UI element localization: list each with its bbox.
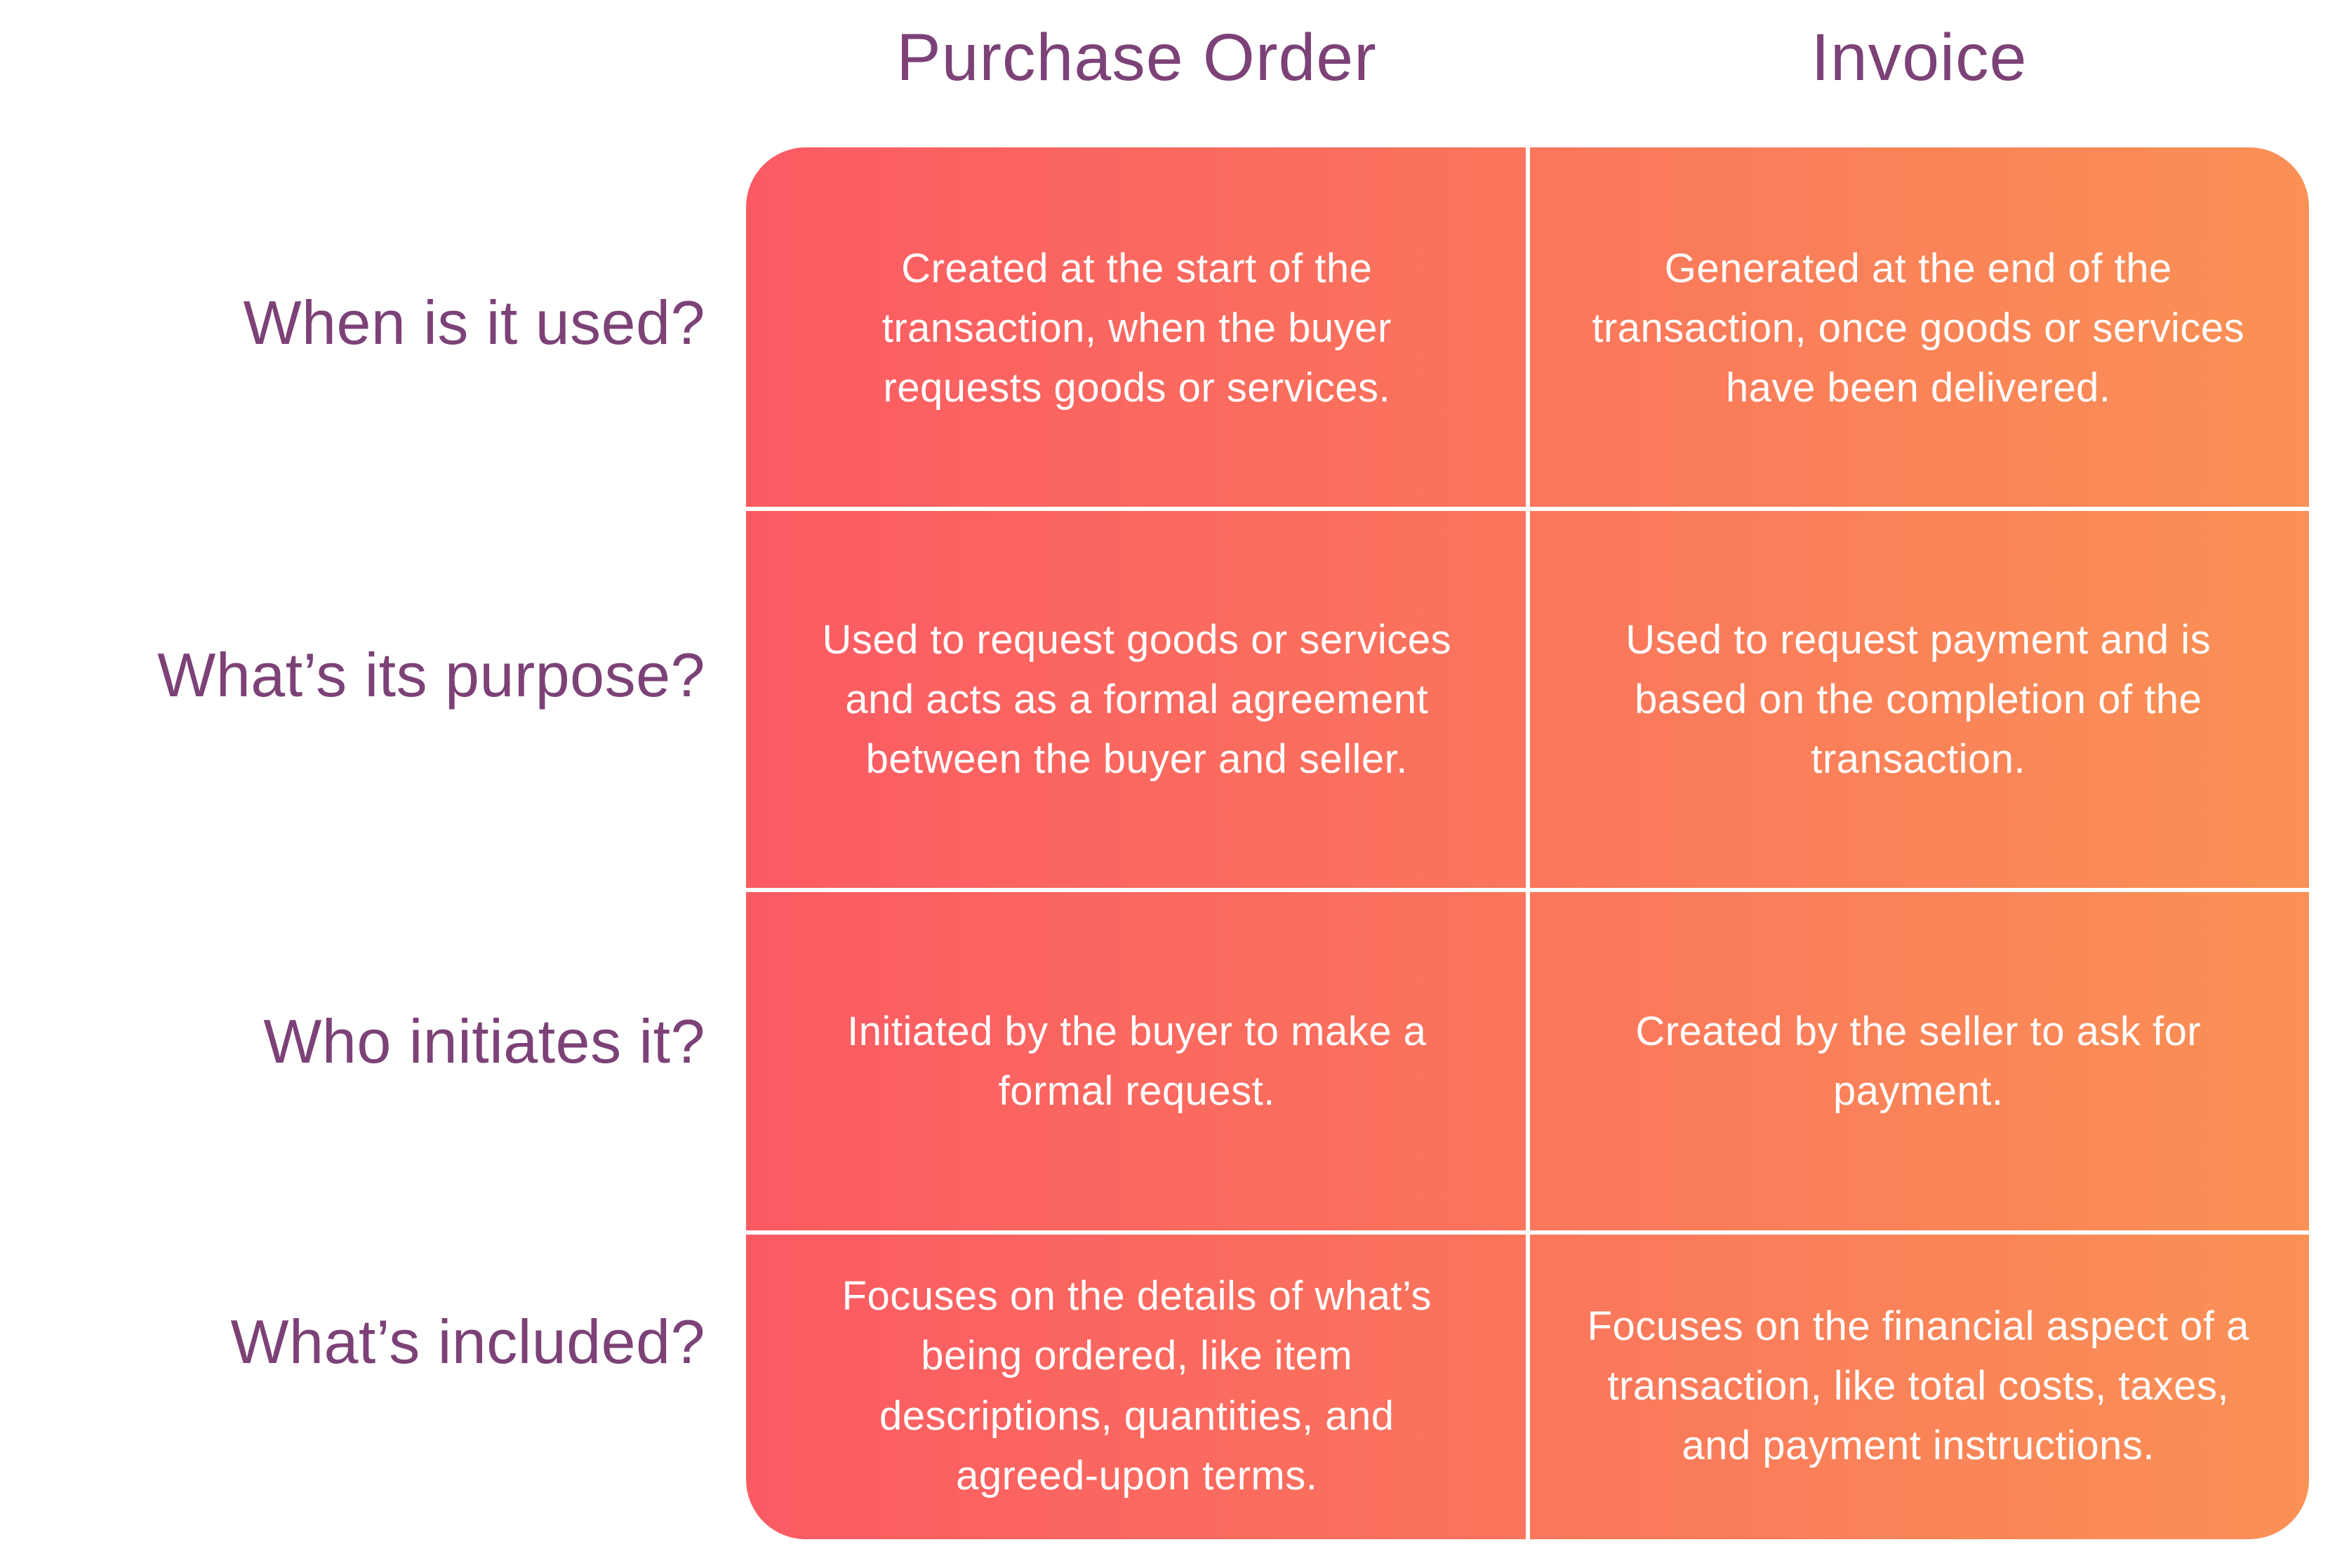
cell-text: Initiated by the buyer to make a formal … bbox=[847, 1008, 1427, 1114]
row-label-who-initiates-it: Who initiates it? bbox=[263, 1006, 705, 1076]
cell-text: Focuses on the financial aspect of a tra… bbox=[1587, 1303, 2249, 1469]
cell-purchase-order-contents: Focuses on the details of what’s being o… bbox=[746, 1233, 1528, 1539]
cell-invoice-when-used: Generated at the end of the transaction,… bbox=[1528, 147, 2310, 509]
row-divider-line-3 bbox=[746, 1230, 2309, 1235]
cell-text: Generated at the end of the transaction,… bbox=[1592, 245, 2245, 411]
row-label-whats-included: What’s included? bbox=[230, 1307, 705, 1376]
cell-invoice-contents: Focuses on the financial aspect of a tra… bbox=[1528, 1233, 2310, 1539]
row-divider-line-2 bbox=[746, 888, 2309, 892]
row-divider-line-1 bbox=[746, 507, 2309, 511]
cell-text: Created by the seller to ask for payment… bbox=[1635, 1008, 2202, 1114]
column-header-invoice: Invoice bbox=[1811, 20, 2028, 95]
cell-text: Used to request payment and is based on … bbox=[1625, 616, 2211, 783]
cell-text: Focuses on the details of what’s being o… bbox=[841, 1273, 1432, 1499]
cell-text: Created at the start of the transaction,… bbox=[881, 245, 1392, 411]
comparison-table: Created at the start of the transaction,… bbox=[746, 147, 2309, 1539]
cell-purchase-order-initiator: Initiated by the buyer to make a formal … bbox=[746, 890, 1528, 1233]
row-label-whats-its-purpose: What’s its purpose? bbox=[157, 640, 705, 710]
cell-purchase-order-when-used: Created at the start of the transaction,… bbox=[746, 147, 1528, 509]
cell-invoice-purpose: Used to request payment and is based on … bbox=[1528, 509, 2310, 890]
column-divider-line bbox=[1525, 147, 1530, 1539]
cell-text: Used to request goods or services and ac… bbox=[822, 616, 1452, 783]
row-label-when-is-it-used: When is it used? bbox=[243, 288, 705, 357]
cell-purchase-order-purpose: Used to request goods or services and ac… bbox=[746, 509, 1528, 890]
column-header-purchase-order: Purchase Order bbox=[896, 20, 1377, 95]
cell-invoice-initiator: Created by the seller to ask for payment… bbox=[1528, 890, 2310, 1233]
